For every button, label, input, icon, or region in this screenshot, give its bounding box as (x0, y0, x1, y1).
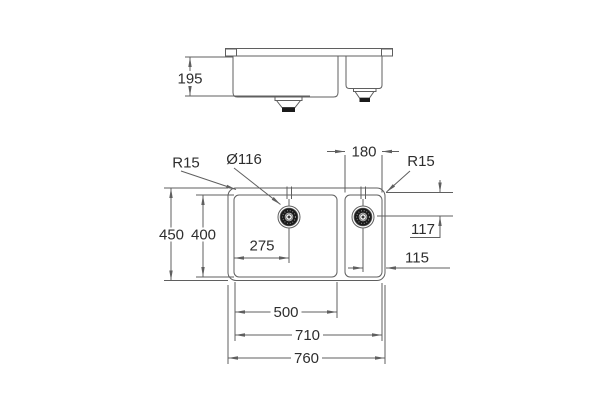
dim-overall-width-760: 760 (227, 285, 386, 367)
drain-center-dot (361, 215, 365, 219)
radius-label-left: R15 (172, 155, 200, 172)
callout-drain-diameter: Ø116 (226, 151, 281, 205)
dim-label-left-drain-offset: 275 (249, 238, 274, 255)
dim-right-drain-horizontal-115: 115 (348, 250, 450, 270)
dim-label-bowl-depth-plan: 400 (191, 227, 216, 244)
large-drain-outlet (282, 107, 295, 112)
large-bowl-section-outline (232, 56, 339, 98)
callout-radius-top-right: R15 (386, 153, 435, 193)
dim-label-bowl-depth: 195 (177, 71, 202, 88)
large-drain-body (275, 100, 302, 108)
leader-line (233, 167, 281, 205)
side-section-view: 195 (177, 48, 393, 112)
dim-label-right-drain-horizontal: 115 (405, 250, 429, 267)
dim-bowls-total-width-710: 710 (235, 283, 383, 344)
dim-right-drain-vertical-117: 117 (377, 180, 453, 238)
dim-bowl-depth-400: 400 (188, 194, 234, 278)
radius-label-right: R15 (407, 153, 435, 170)
countertop-hatch-right (381, 48, 393, 57)
plan-view: 450 400 R15 Ø116 180 R15 (156, 144, 453, 367)
small-drain-plan (351, 186, 375, 272)
dim-label-right-drain-vertical: 117 (411, 221, 435, 238)
drain-diameter-label: Ø116 (226, 151, 262, 168)
dim-label-overall-width: 760 (294, 350, 319, 367)
leader-line (180, 170, 237, 190)
dim-right-bowl-width-180: 180 (327, 144, 399, 193)
drain-center-dot (287, 215, 291, 219)
dim-label-left-bowl-width: 500 (273, 304, 298, 321)
dim-label-bowls-total-width: 710 (295, 327, 320, 344)
callout-radius-top-left: R15 (172, 155, 237, 190)
small-bowl-plan-outline (344, 194, 383, 278)
dim-label-right-bowl-width: 180 (351, 144, 376, 161)
dim-label-overall-depth: 450 (159, 227, 184, 244)
large-drain-plan (277, 186, 301, 263)
large-drain-flange (274, 96, 303, 101)
small-drain-outlet (359, 98, 370, 102)
large-drain-side (274, 96, 303, 112)
drain-perforations (282, 210, 296, 224)
dim-bowl-depth-195: 195 (177, 56, 310, 97)
leader-line (386, 170, 411, 193)
small-bowl-section-outline (345, 56, 383, 89)
countertop-hatch-left (225, 48, 237, 57)
dim-overall-depth-450: 450 (156, 187, 228, 281)
dim-left-drain-offset-275: 275 (234, 238, 289, 260)
large-bowl-plan-outline (233, 194, 338, 278)
small-drain-body (354, 91, 375, 99)
small-drain-side (353, 88, 377, 102)
drain-perforations (356, 210, 370, 224)
dim-left-bowl-width-500: 500 (234, 282, 338, 341)
sink-outer-rim-outline (227, 187, 386, 281)
